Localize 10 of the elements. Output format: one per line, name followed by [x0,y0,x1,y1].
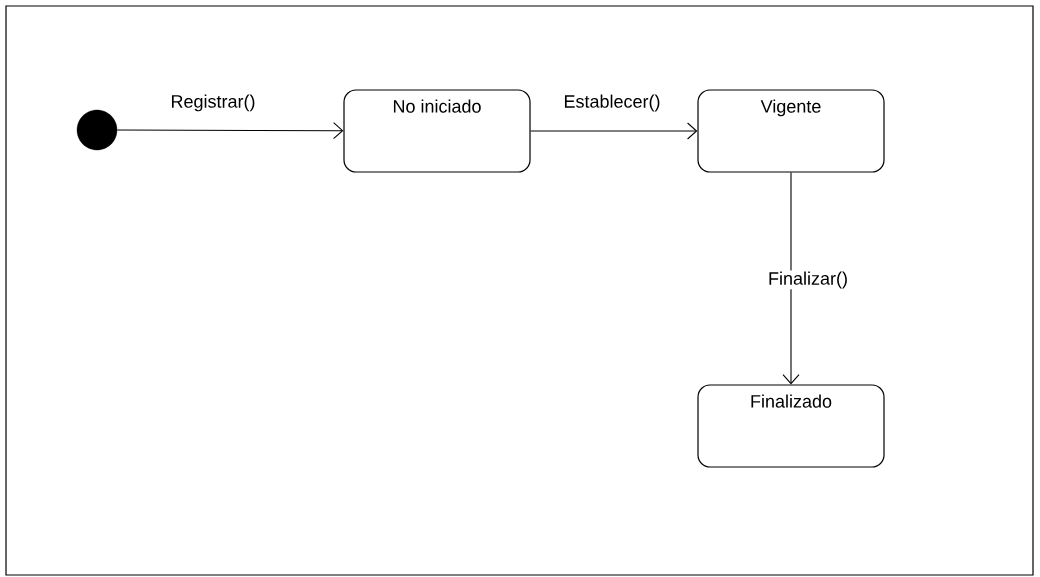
arrow [782,172,800,385]
edge-label: Registrar() [169,93,257,113]
edge-label: Finalizar() [767,270,849,290]
initial-state-dot [76,109,118,151]
state-box: Vigente [697,89,885,173]
edge-label: Establecer() [562,93,662,113]
state-box: No iniciado [343,89,531,173]
arrow [530,122,698,140]
state-box: Finalizado [697,384,885,468]
arrow [116,122,344,140]
